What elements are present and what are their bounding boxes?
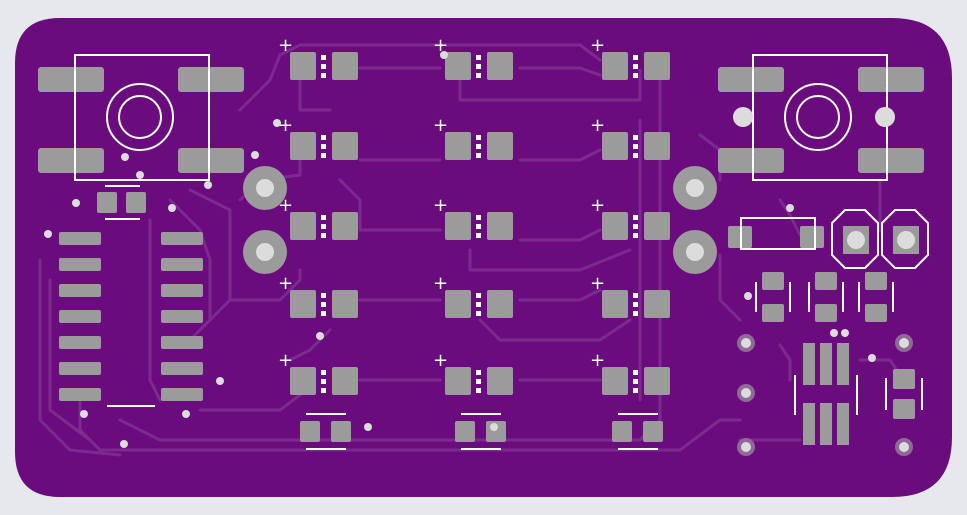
led-r4-c2: + [433, 273, 513, 318]
polarity-mark: + [433, 273, 448, 294]
polarity-mark: + [590, 35, 605, 56]
small-capacitor-right [885, 369, 923, 419]
led-r1-c3: + [590, 35, 670, 80]
polarity-mark: + [278, 273, 293, 294]
left-capacitor [97, 185, 146, 220]
led-r5-c2: + [433, 350, 513, 395]
led-r3-c3: + [590, 195, 670, 240]
led-r3-c1: + [278, 195, 358, 240]
polarity-mark: + [433, 350, 448, 371]
regulator-chip [794, 343, 858, 445]
led-r5-c1: + [278, 350, 358, 395]
ic-chip-soic [59, 232, 203, 407]
left-tactile-switch [38, 54, 244, 181]
polarity-mark: + [590, 273, 605, 294]
right-tactile-switch [718, 54, 924, 181]
polarity-mark: + [433, 195, 448, 216]
polarity-mark: + [590, 350, 605, 371]
led-matrix: + + + + + + + + + + + + + + + [278, 35, 670, 395]
led-r2-c1: + [278, 115, 358, 160]
led-r5-c3: + [590, 350, 670, 395]
led-r2-c3: + [590, 115, 670, 160]
vias [44, 51, 913, 456]
polarity-mark: + [590, 115, 605, 136]
bottom-capacitor-group [300, 413, 663, 450]
led-r1-c2: + [433, 35, 513, 80]
polarity-mark: + [278, 350, 293, 371]
resistor [728, 217, 824, 250]
polarity-mark: + [278, 115, 293, 136]
polarity-mark: + [433, 115, 448, 136]
led-r2-c2: + [433, 115, 513, 160]
pin-header [831, 209, 929, 269]
board-substrate [15, 18, 952, 497]
led-r4-c1: + [278, 273, 358, 318]
led-r1-c1: + [278, 35, 358, 80]
left-battery-holes [243, 166, 287, 274]
led-r4-c3: + [590, 273, 670, 318]
right-battery-holes [673, 166, 717, 274]
polarity-mark: + [590, 195, 605, 216]
right-capacitor-group [755, 272, 894, 322]
led-r3-c2: + [433, 195, 513, 240]
polarity-mark: + [433, 35, 448, 56]
polarity-mark: + [278, 35, 293, 56]
